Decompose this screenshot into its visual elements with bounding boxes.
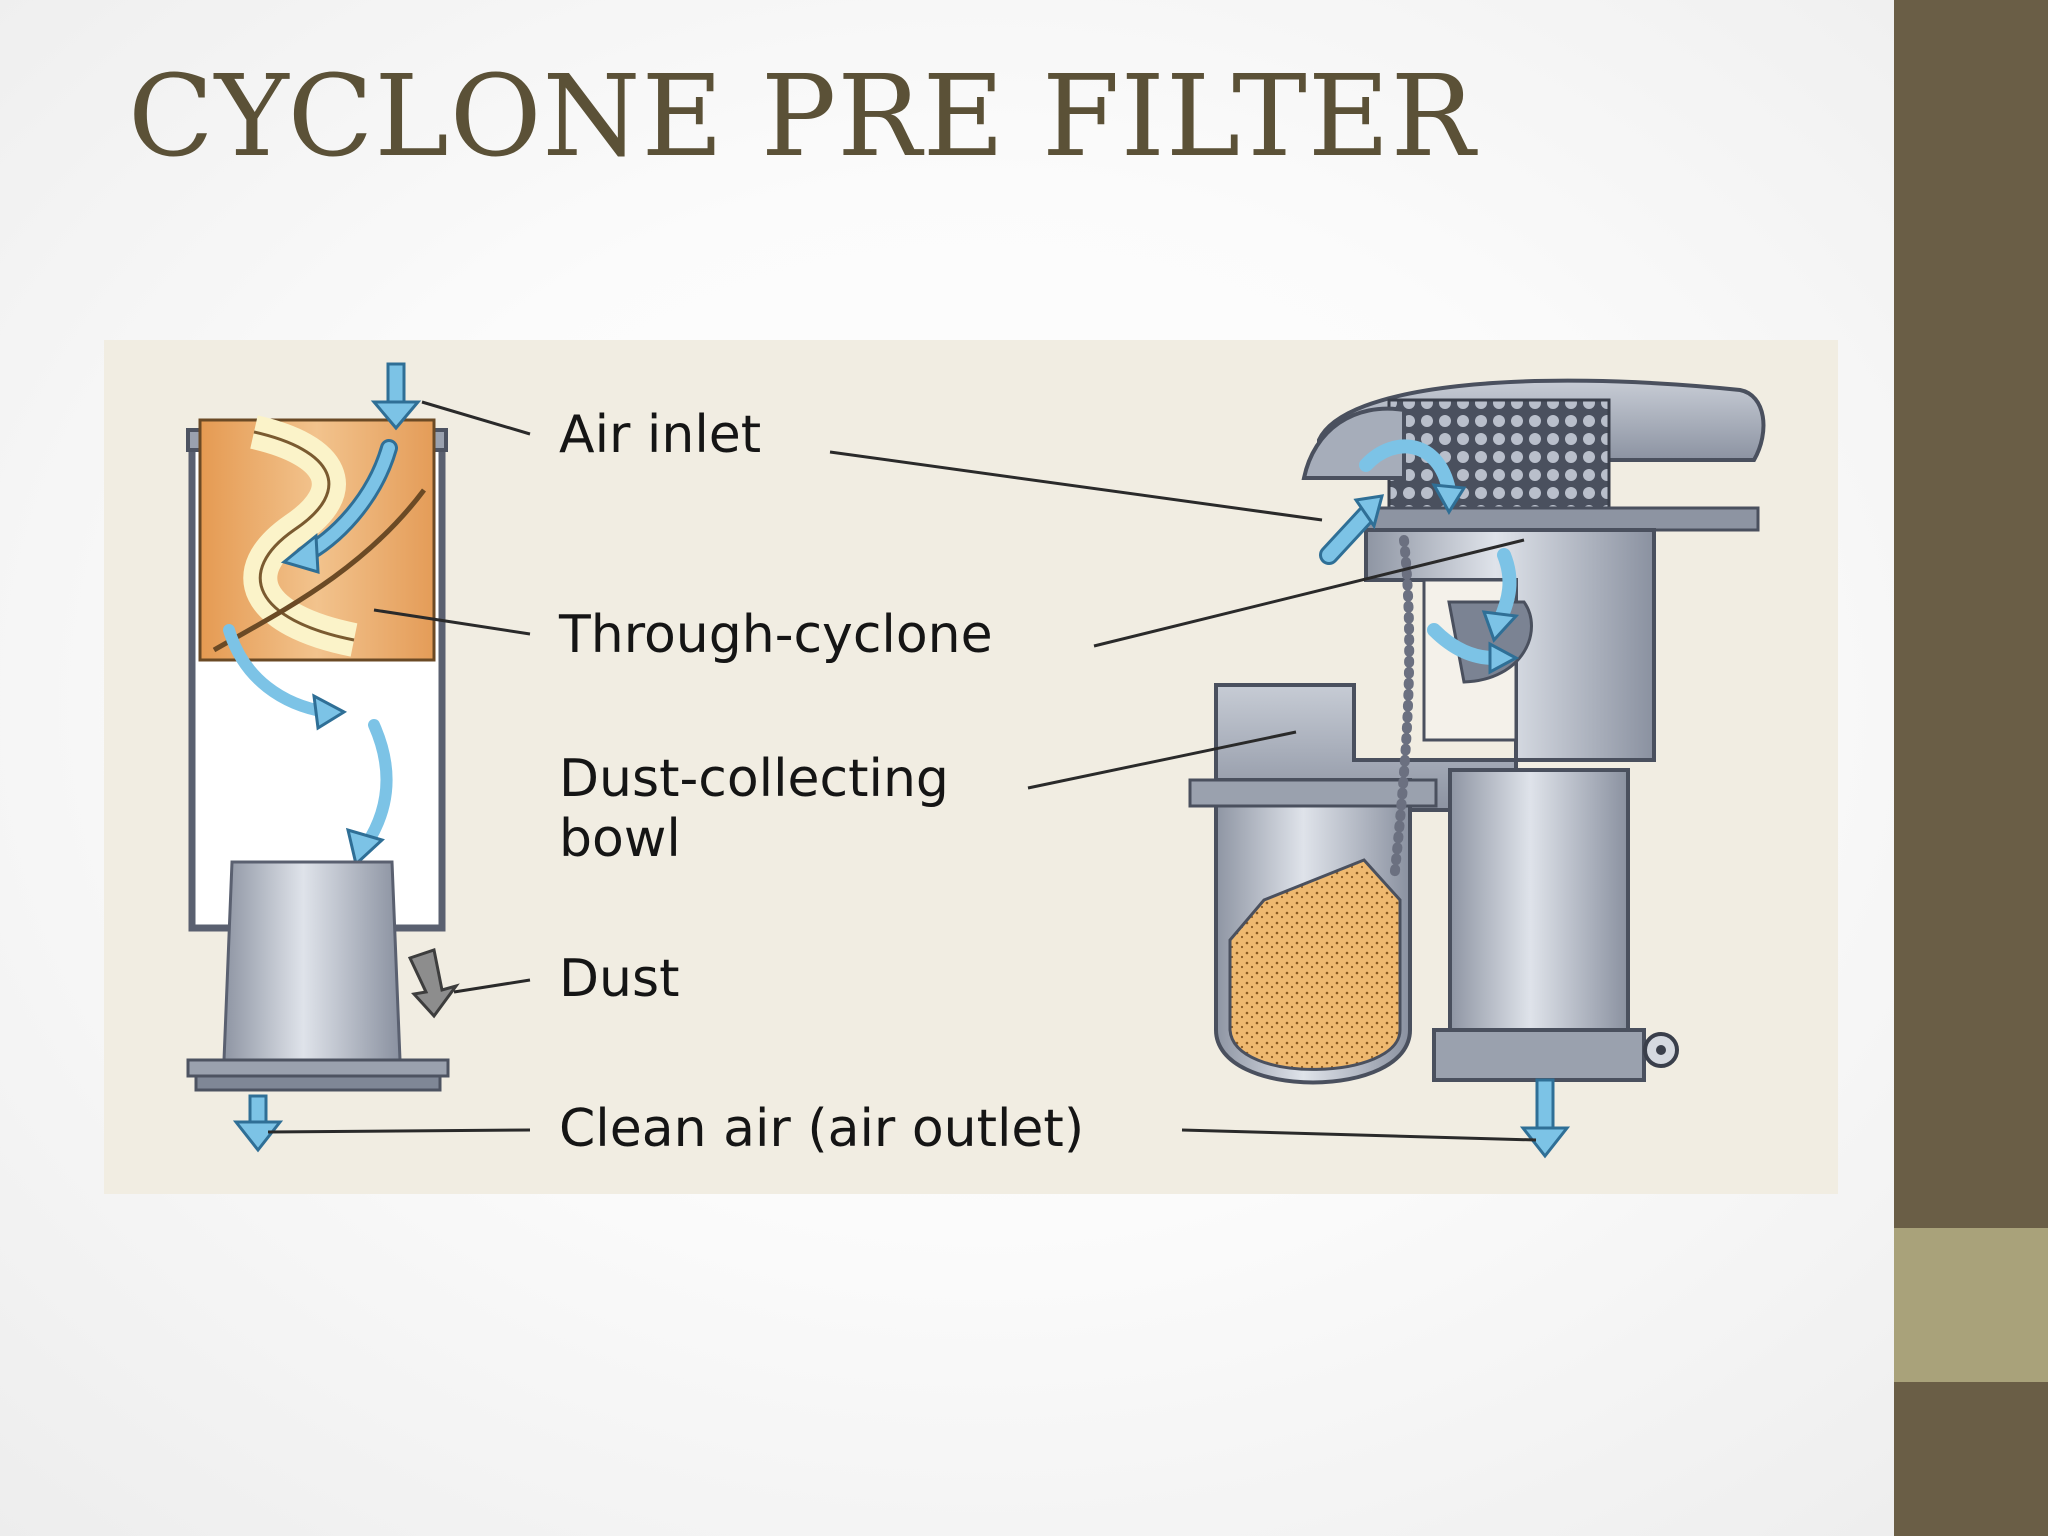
label-dust: Dust	[559, 949, 680, 1009]
sidebar-band-top	[1894, 0, 2048, 1228]
outlet-arrow-head	[232, 1120, 284, 1153]
swirl-arrow-3	[360, 719, 393, 851]
clean-air-arrow-head	[1519, 1126, 1571, 1159]
lid-rim	[1364, 506, 1760, 532]
leader-air-inlet-right	[829, 450, 1323, 522]
swirl-arrow-top	[1359, 439, 1456, 497]
label-bowl: bowl	[559, 809, 681, 869]
bowl-clamp-ring	[1188, 778, 1438, 808]
mounting-bolt-center	[1656, 1045, 1666, 1055]
swirl-arrow-2-head	[312, 693, 348, 731]
air-cleaner-assembly	[1188, 378, 1766, 1159]
down-arrow-inner-head	[1481, 610, 1520, 643]
slide-title: CYCLONE PRE FILTER	[128, 52, 1476, 182]
through-cyclone-unit	[186, 362, 460, 1153]
helix-edge	[212, 488, 426, 653]
label-dust-collecting: Dust-collecting	[559, 749, 949, 809]
swirl-arrow-top-head	[1431, 483, 1467, 515]
cyclone-diagram	[186, 362, 1766, 1159]
leader-through-cyclone-right	[1093, 538, 1525, 648]
inlet-arrow-head	[370, 400, 422, 431]
outlet-pipe	[222, 860, 402, 1062]
dust-particle-stream	[1389, 535, 1415, 885]
swirl-arrow-2	[223, 624, 332, 718]
out-arrow-inner-head	[1488, 641, 1520, 675]
label-clean-air: Clean air (air outlet)	[559, 1099, 1085, 1159]
leader-lines	[267, 400, 1537, 1142]
swirl-arrow-1-head	[280, 532, 320, 575]
entry-arrow	[1322, 508, 1373, 562]
leader-dust	[453, 978, 531, 994]
collected-dust	[1228, 858, 1402, 1071]
dust-arrow	[407, 948, 460, 1019]
out-arrow-inner	[1427, 623, 1501, 665]
sidebar-band-middle	[1894, 1228, 2048, 1382]
leader-dust-bowl	[1027, 730, 1297, 790]
leader-air-inlet-left	[421, 400, 531, 436]
outlet-flange-1	[186, 1058, 450, 1078]
leader-clean-air-left	[267, 1128, 531, 1134]
sidebar-band-bottom	[1894, 1382, 2048, 1536]
entry-arrow-head	[1353, 494, 1385, 530]
mounting-bracket	[1432, 1028, 1646, 1082]
inlet-arrow-shaft	[386, 362, 406, 406]
cyclone-filter-figure: Air inlet Through-cyclone Dust-collectin…	[104, 340, 1838, 1194]
outlet-column	[1448, 768, 1630, 1072]
outlet-flange-2	[194, 1074, 442, 1092]
leader-clean-air-right	[1181, 1128, 1537, 1142]
leader-through-cyclone-left	[373, 608, 531, 636]
label-through-cyclone: Through-cyclone	[559, 605, 993, 665]
swirl-arrow-3-head	[345, 827, 385, 867]
outlet-arrow-shaft	[248, 1094, 268, 1126]
label-air-inlet: Air inlet	[559, 405, 762, 465]
helix-vane-outline	[253, 430, 355, 642]
clean-air-arrow-shaft	[1535, 1078, 1555, 1132]
